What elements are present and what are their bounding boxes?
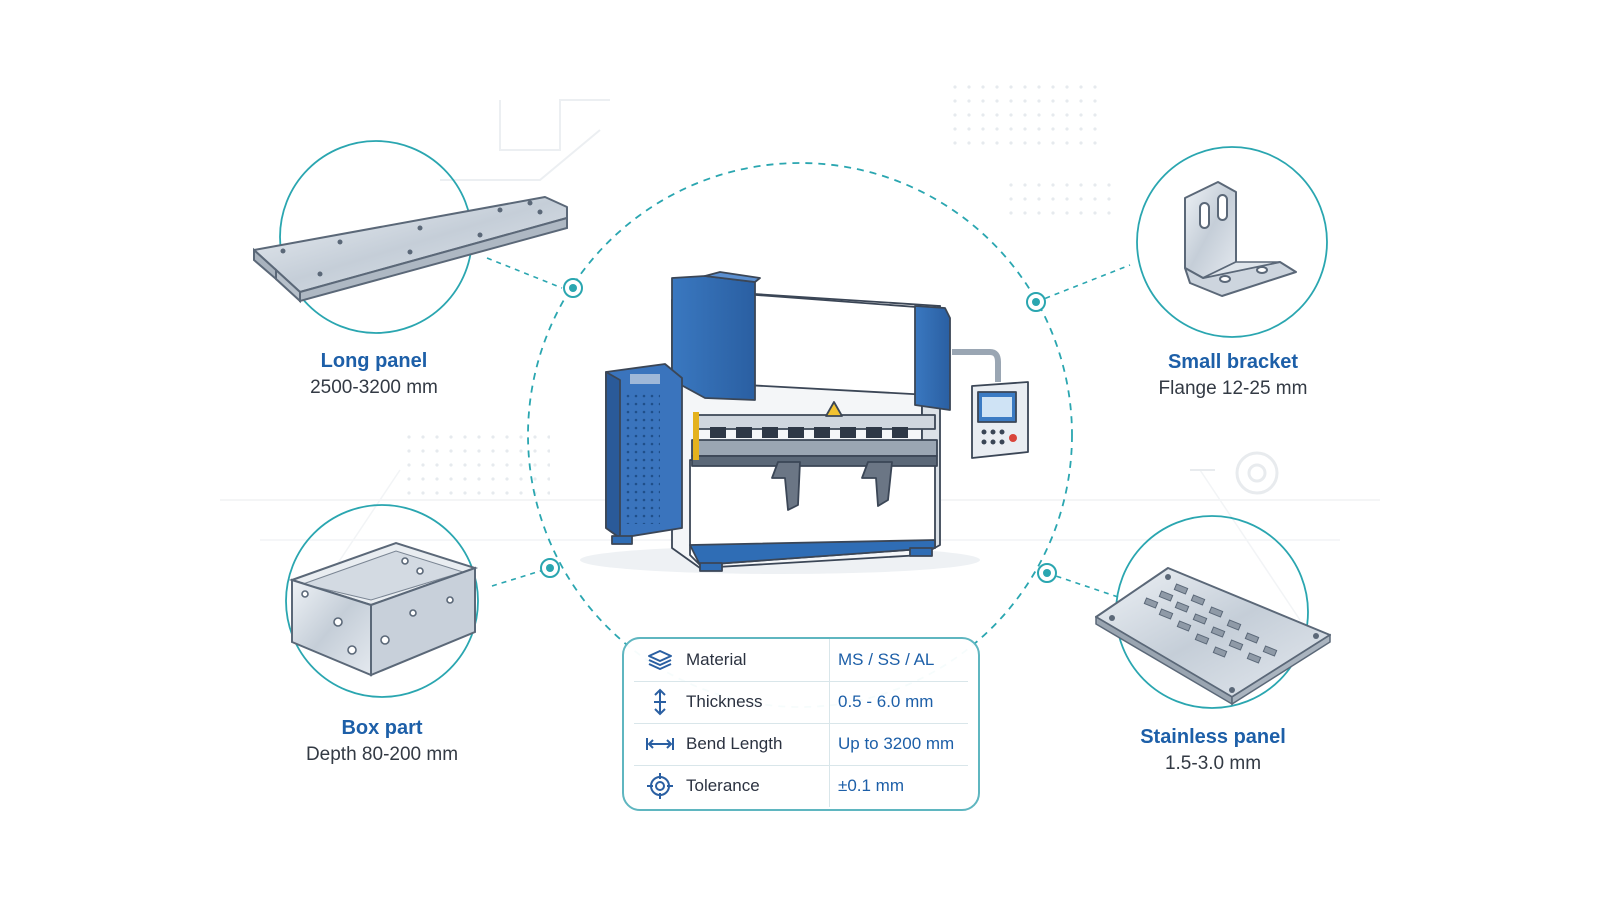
spec-row-thickness: Thickness 0.5 - 6.0 mm — [634, 681, 968, 724]
connector-stainless-panel — [1046, 572, 1119, 598]
box-part-label: Box part Depth 80-200 mm — [232, 715, 532, 769]
small-bracket-detail: Flange 12-25 mm — [1158, 378, 1308, 399]
spec-label-bend-length: Bend Length — [686, 734, 783, 753]
gear-icon — [1235, 451, 1279, 495]
small-bracket-label: Small bracket Flange 12-25 mm — [1083, 349, 1383, 403]
connector-long-panel — [486, 257, 563, 289]
long-panel-title: Long panel — [320, 350, 428, 372]
spec-label-material: Material — [686, 650, 747, 669]
spec-value-thickness: 0.5 - 6.0 mm — [838, 692, 934, 711]
spec-row-material: Material MS / SS / AL — [634, 639, 968, 682]
spec-value-tolerance: ±0.1 mm — [838, 776, 905, 795]
box-part-illustration — [288, 541, 479, 677]
small-bracket-illustration — [1184, 181, 1297, 297]
node-small-bracket — [1026, 292, 1046, 312]
spec-label-thickness: Thickness — [686, 692, 763, 711]
box-part-detail: Depth 80-200 mm — [305, 744, 459, 765]
vertical-arrows-icon — [634, 688, 686, 716]
spec-row-bend-length: Bend Length Up to 3200 mm — [634, 723, 968, 766]
long-panel-illustration — [253, 196, 568, 304]
horizontal-measure-icon — [634, 736, 686, 752]
stainless-panel-title: Stainless panel — [1140, 726, 1286, 748]
stainless-panel-illustration — [1095, 567, 1331, 706]
long-panel-detail: 2500-3200 mm — [310, 377, 438, 398]
connector-box-part — [491, 567, 551, 587]
stainless-panel-label: Stainless panel 1.5-3.0 mm — [1063, 724, 1363, 778]
small-bracket-circle — [1136, 146, 1328, 338]
spec-value-material: MS / SS / AL — [838, 650, 935, 669]
box-part-circle — [285, 504, 479, 698]
spec-value-bend-length: Up to 3200 mm — [838, 734, 955, 753]
layers-icon — [634, 649, 686, 671]
connector-small-bracket — [1035, 264, 1131, 303]
crosshair-target-icon — [634, 772, 686, 800]
node-box-part — [540, 558, 560, 578]
small-bracket-title: Small bracket — [1167, 351, 1299, 373]
central-dashed-circle — [527, 162, 1073, 708]
spec-table: Material MS / SS / AL Thickness 0.5 - 6.… — [622, 637, 980, 811]
node-long-panel — [563, 278, 583, 298]
node-stainless-panel — [1037, 563, 1057, 583]
spec-row-tolerance: Tolerance ±0.1 mm — [634, 765, 968, 807]
long-panel-label: Long panel 2500-3200 mm — [224, 348, 524, 402]
spec-label-tolerance: Tolerance — [686, 776, 760, 795]
stainless-panel-detail: 1.5-3.0 mm — [1164, 753, 1262, 774]
press-brake-machine — [580, 271, 1029, 574]
box-part-title: Box part — [341, 717, 423, 739]
